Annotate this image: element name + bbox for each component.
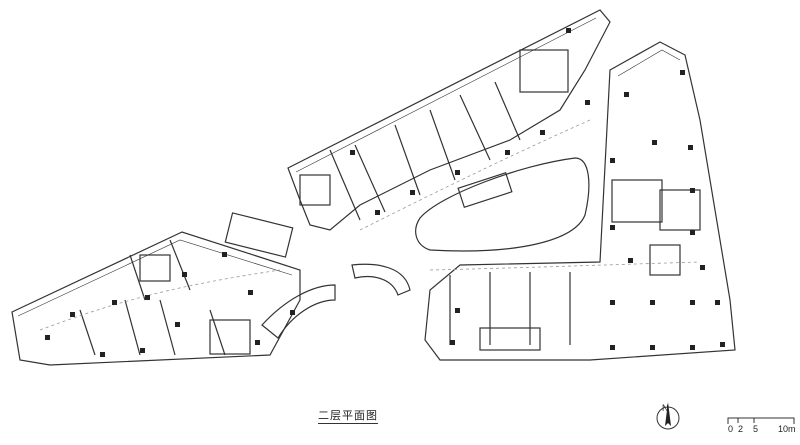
west-bridge [224,212,294,258]
stair-core-west [139,254,171,282]
north-wing-outline [287,9,611,231]
curved-stair [351,263,411,296]
drawing-title: 二层平面图 [318,409,378,424]
north-arrow-icon [656,402,680,430]
central-atrium [415,157,590,252]
scale-bar-icon [727,417,795,424]
scale-tick-10m: 10m [778,424,796,434]
scale-tick-2: 2 [738,424,744,434]
stair-core-east-2 [659,189,701,231]
scale-tick-5: 5 [753,424,759,434]
scale-tick-0: 0 [728,424,734,434]
stair-core-north [519,49,569,93]
north-label: N [662,403,669,413]
stair-core-east-1 [611,179,663,223]
east-block-outline [424,41,736,361]
stair-core-south-west [209,319,251,355]
